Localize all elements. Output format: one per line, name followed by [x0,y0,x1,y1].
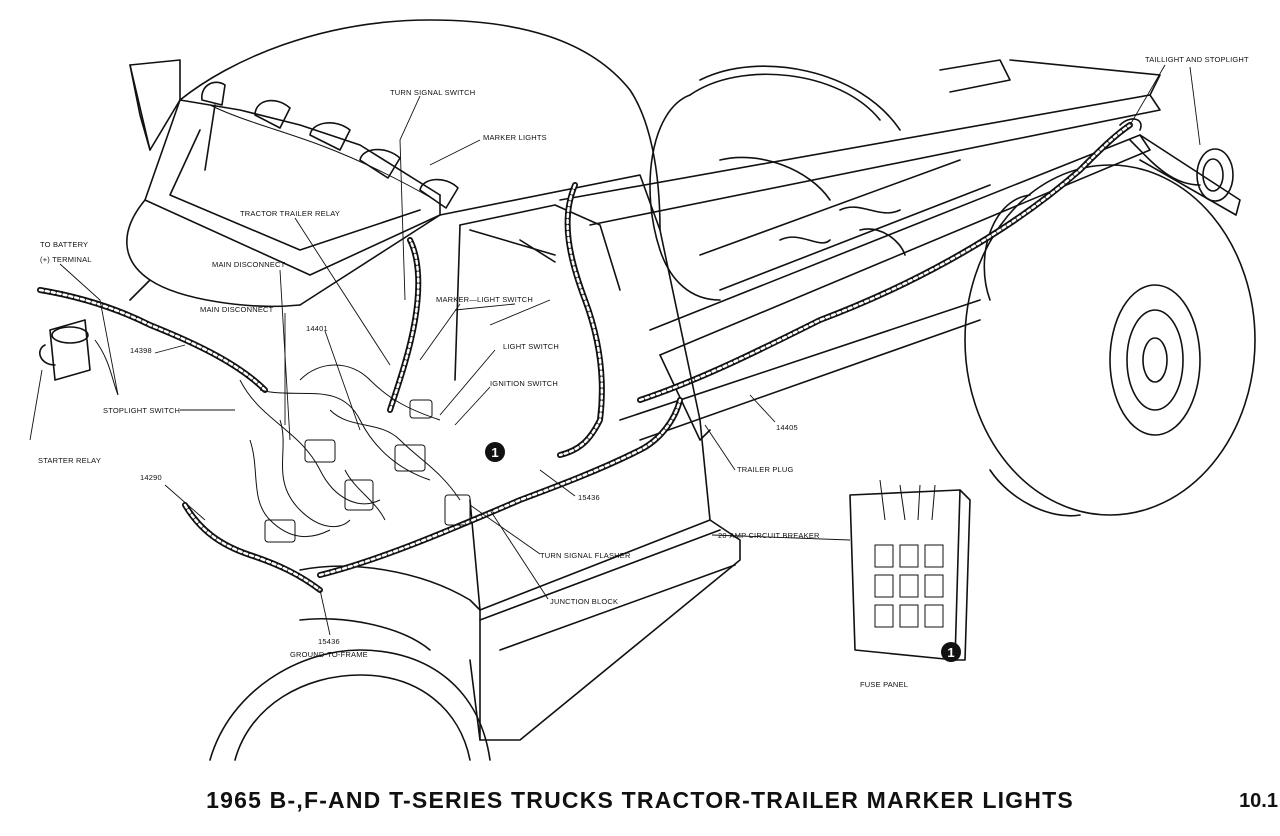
label-to-battery: TO BATTERY [40,240,88,249]
label-part-14401: 14401 [306,324,328,333]
label-fuse-panel: FUSE PANEL [860,680,908,689]
marker-lights [201,81,459,209]
label-turn-signal-flasher: TURN SIGNAL FLASHER [540,551,631,560]
label-part-15436-lower: 15436 [318,637,340,646]
label-stoplight-switch: STOPLIGHT SWITCH [103,406,180,415]
label-positive-terminal: (+) TERMINAL [40,255,92,264]
callout-marker-cab: 1 [485,442,505,462]
callout-1-cab: 1 [491,445,498,460]
label-trailer-plug: TRAILER PLUG [737,465,794,474]
label-tractor-trailer-relay: TRACTOR TRAILER RELAY [240,209,340,218]
fuse-panel-drawing [849,479,971,661]
label-main-disconnect-lower: MAIN DISCONNECT [200,305,274,314]
label-marker-lights: MARKER LIGHTS [483,133,547,142]
leader-lines [29,64,1201,636]
label-main-disconnect-upper: MAIN DISCONNECT [212,260,286,269]
truck-cab [126,19,741,761]
label-starter-relay: STARTER RELAY [38,456,101,465]
label-part-14290: 14290 [140,473,162,482]
rear-wheel-front [964,164,1256,517]
frame-harness [637,122,1133,403]
starter-relay [39,319,119,396]
truck-frame [559,59,1241,441]
page-number: 10.1 [1239,790,1278,812]
callout-1-fuse-panel: 1 [947,645,954,660]
label-junction-block: JUNCTION BLOCK [550,597,618,606]
label-light-switch: LIGHT SWITCH [503,342,559,351]
diagram-labels: TAILLIGHT AND STOPLIGHT TURN SIGNAL SWIT… [38,55,1249,689]
label-marker-light-switch: MARKER—LIGHT SWITCH [436,295,533,304]
label-20-amp-circuit-breaker: 20-AMP CIRCUIT BREAKER [718,531,820,540]
dash-harness [37,182,683,593]
label-taillight-and-stoplight: TAILLIGHT AND STOPLIGHT [1145,55,1249,64]
label-ignition-switch: IGNITION SWITCH [490,379,558,388]
diagram-title: 1965 B-,F-AND T-SERIES TRUCKS TRACTOR-TR… [206,787,1074,813]
label-turn-signal-switch: TURN SIGNAL SWITCH [390,88,475,97]
label-ground-to-frame: GROUND-TO-FRAME [290,650,368,659]
taillight-assembly [1119,118,1234,202]
callout-marker-fuse: 1 [941,642,961,662]
label-part-15436-upper: 15436 [578,493,600,502]
rear-wheel-back [649,65,901,301]
label-part-14405: 14405 [776,423,798,432]
label-part-14398: 14398 [130,346,152,355]
